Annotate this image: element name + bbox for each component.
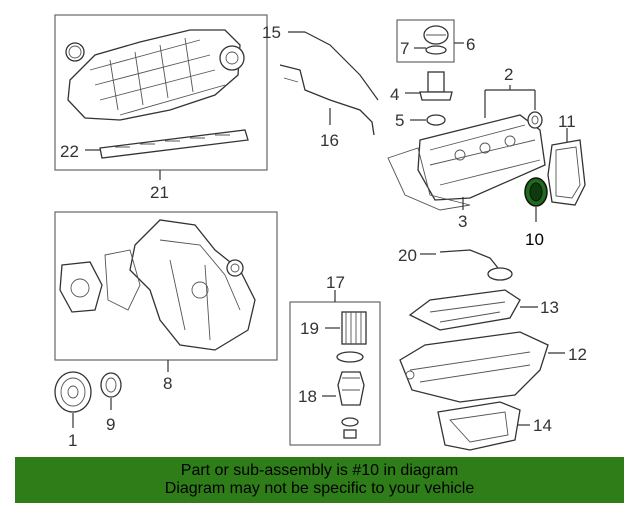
front-seal[interactable] [226,259,244,277]
callout-19: 19 [300,319,319,338]
callout-8: 8 [163,374,172,393]
valve-cover-gasket[interactable] [387,147,471,211]
oil-pan-12[interactable] [399,331,549,403]
filler-neck-4[interactable] [419,71,453,101]
callout-13: 13 [540,298,559,317]
callout-21: 21 [150,183,169,202]
banner-line-2: Diagram may not be specific to your vehi… [164,480,475,497]
callout-5: 5 [395,111,404,130]
callout-22: 22 [60,142,79,161]
drain-plug[interactable] [341,417,359,439]
intake-manifold-part[interactable] [67,29,245,121]
oil-filler-cap[interactable] [423,25,449,45]
callout-6: 6 [466,35,475,54]
callout-12: 12 [568,345,587,364]
manifold-o-ring[interactable] [65,42,85,62]
oil-baffle-13[interactable] [408,289,521,331]
callout-10: 10 [525,230,544,249]
callout-18: 18 [298,387,317,406]
callout-20: 20 [398,246,417,265]
plug-seal-2[interactable] [527,111,543,129]
banner-line-1: Part or sub-assembly is #10 in diagram [180,462,459,479]
timing-cover-8[interactable] [129,219,256,351]
intake-gasket-22[interactable] [99,129,249,159]
filler-cap-box [396,19,455,63]
water-pump[interactable] [59,261,103,313]
cover-gasket[interactable] [104,249,141,311]
callout-1: 1 [68,431,77,450]
callout-16: 16 [320,131,339,150]
valve-cover-3[interactable] [417,114,546,201]
o-ring-5[interactable] [426,114,446,126]
callout-9: 9 [106,415,115,434]
lower-oil-pan-14[interactable] [437,401,521,451]
timing-cover-box [54,211,278,361]
filter-housing-18[interactable] [337,371,365,406]
cap-gasket-7[interactable] [425,45,447,55]
parts-diagram: 22 21 15 16 7 6 4 5 [54,14,587,451]
callout-15: 15 [262,23,281,42]
crank-pulley-1[interactable] [54,371,92,413]
intake-manifold-box [54,14,268,171]
callout-7: 7 [400,39,409,58]
cover-gasket-11[interactable] [547,139,586,206]
callout-11: 11 [558,112,576,131]
callout-14: 14 [533,416,552,435]
dipstick-15[interactable] [304,31,379,101]
crank-seal-9[interactable] [100,372,122,398]
oil-pickup-20[interactable] [439,249,513,281]
info-banner: Part or sub-assembly is #10 in diagram D… [15,457,624,503]
callout-2: 2 [504,65,513,84]
dipstick-guide-16[interactable] [279,64,375,136]
filter-o-ring[interactable] [336,351,364,363]
camshaft-seal-10[interactable] [524,177,548,207]
callout-4: 4 [390,85,399,104]
callout-3: 3 [458,212,467,231]
filter-element-19[interactable] [341,311,367,345]
callout-17: 17 [326,273,345,292]
